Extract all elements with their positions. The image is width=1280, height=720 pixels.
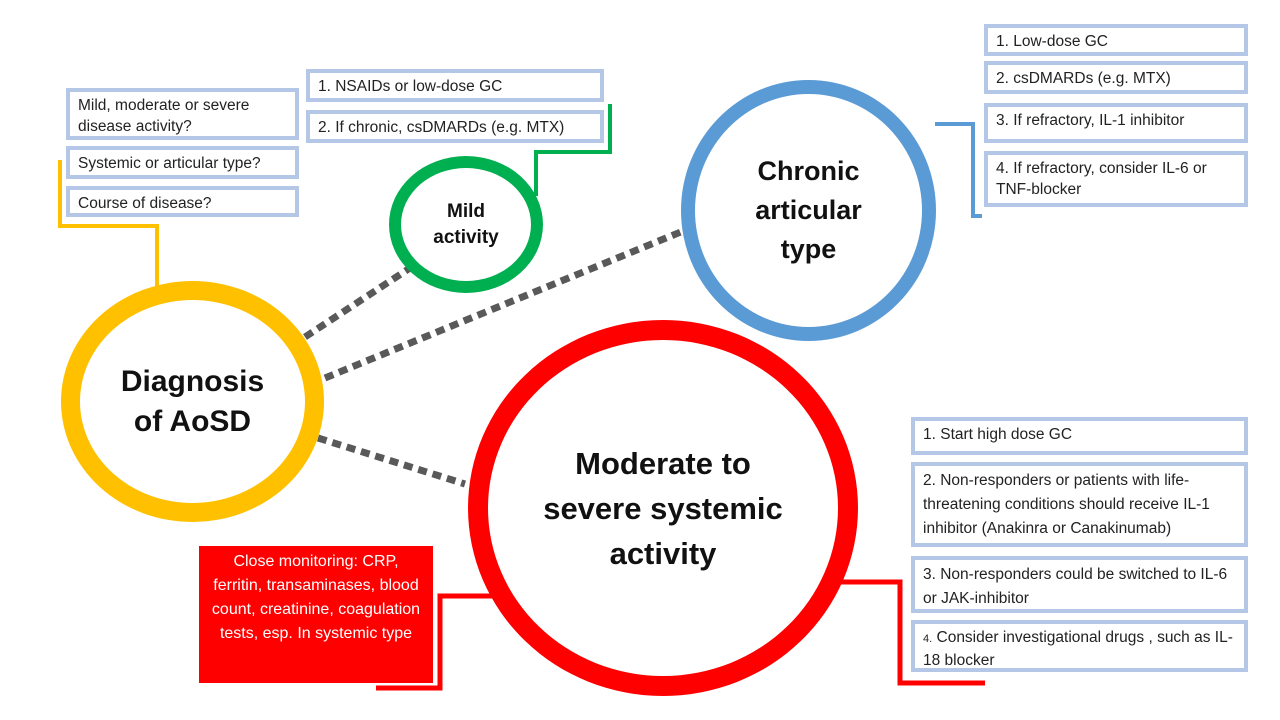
link-diagnosis-chronic [323, 225, 690, 382]
chronic-step-1: 1. Low-dose GC [984, 24, 1248, 56]
chronic-bracket [935, 122, 982, 218]
question-course: Course of disease? [66, 186, 299, 217]
severe-title: Moderate to severe systemic activity [543, 445, 783, 571]
link-diagnosis-severe [316, 434, 467, 488]
link-diagnosis-mild [303, 265, 412, 340]
severe-step-4-text: Consider investigational drugs , such as… [923, 629, 1233, 669]
mild-title: Mild activity [433, 200, 499, 248]
severe-step-1: 1. Start high dose GC [911, 417, 1248, 455]
mild-step-2: 2. If chronic, csDMARDs (e.g. MTX) [306, 110, 604, 143]
severe-bracket-right [838, 579, 985, 686]
severe-step-3: 3. Non-responders could be switched to I… [911, 556, 1248, 613]
chronic-title: Chronic articular type [755, 156, 862, 264]
chronic-step-2: 2. csDMARDs (e.g. MTX) [984, 61, 1248, 94]
question-type: Systemic or articular type? [66, 146, 299, 179]
monitoring-box: Close monitoring: CRP, ferritin, transam… [199, 546, 433, 683]
chronic-step-3: 3. If refractory, IL-1 inhibitor [984, 103, 1248, 143]
severe-step-2: 2. Non-responders or patients with life-… [911, 462, 1248, 547]
severe-step-4-number: 4. [923, 633, 933, 645]
diagnosis-circle[interactable]: Diagnosis of AoSD [61, 281, 324, 522]
diagnosis-bracket [58, 160, 159, 290]
diagnosis-title: Diagnosis of AoSD [120, 364, 265, 438]
severe-step-2-text: 2. Non-responders or patients with life-… [923, 472, 1210, 537]
mild-step-1: 1. NSAIDs or low-dose GC [306, 69, 604, 102]
severe-step-4: 4. Consider investigational drugs , such… [911, 620, 1248, 672]
mild-circle[interactable]: Mild activity [389, 156, 543, 293]
severe-circle[interactable]: Moderate to severe systemic activity [468, 320, 858, 696]
mild-bracket [534, 104, 612, 196]
question-activity: Mild, moderate or severe disease activit… [66, 88, 299, 140]
chronic-circle[interactable]: Chronic articular type [681, 80, 936, 341]
severe-bracket-left [376, 593, 497, 691]
chronic-step-4: 4. If refractory, consider IL-6 or TNF-b… [984, 151, 1248, 207]
